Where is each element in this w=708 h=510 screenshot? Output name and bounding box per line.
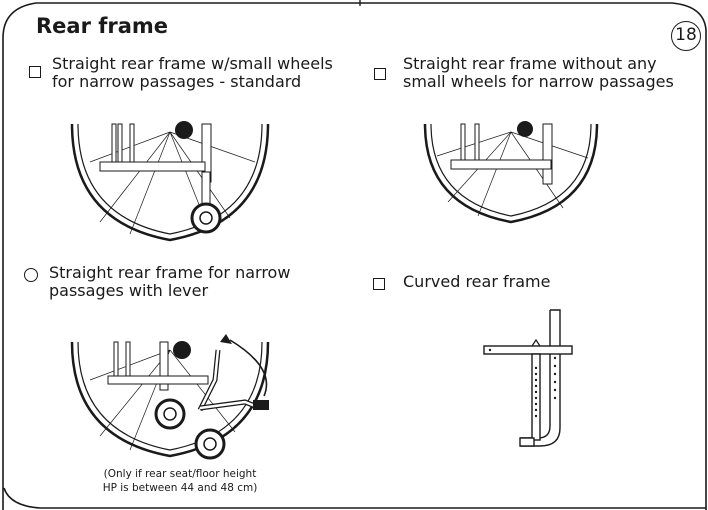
option-with-lever-label: Straight rear frame for narrow passages … (49, 263, 291, 300)
option-without-small-wheels-label: Straight rear frame without any small wh… (403, 54, 674, 91)
page-number: 18 (671, 21, 701, 51)
wheelchair-wheel-with-small-wheel-illustration (70, 121, 270, 242)
option-standard-checkbox[interactable] (29, 66, 41, 78)
option-with-lever-radio[interactable] (24, 268, 38, 282)
wheelchair-wheel-without-small-wheel-illustration (423, 121, 599, 224)
wheelchair-wheel-with-lever-illustration (70, 334, 270, 460)
option-curved-label: Curved rear frame (403, 272, 551, 291)
curved-rear-frame-illustration (483, 309, 573, 447)
lever-option-note: (Only if rear seat/floor height HP is be… (102, 468, 258, 494)
option-without-small-wheels-checkbox[interactable] (374, 68, 386, 80)
option-standard-label: Straight rear frame w/small wheels for n… (52, 54, 333, 91)
option-curved-checkbox[interactable] (373, 278, 385, 290)
section-title: Rear frame (36, 14, 169, 38)
